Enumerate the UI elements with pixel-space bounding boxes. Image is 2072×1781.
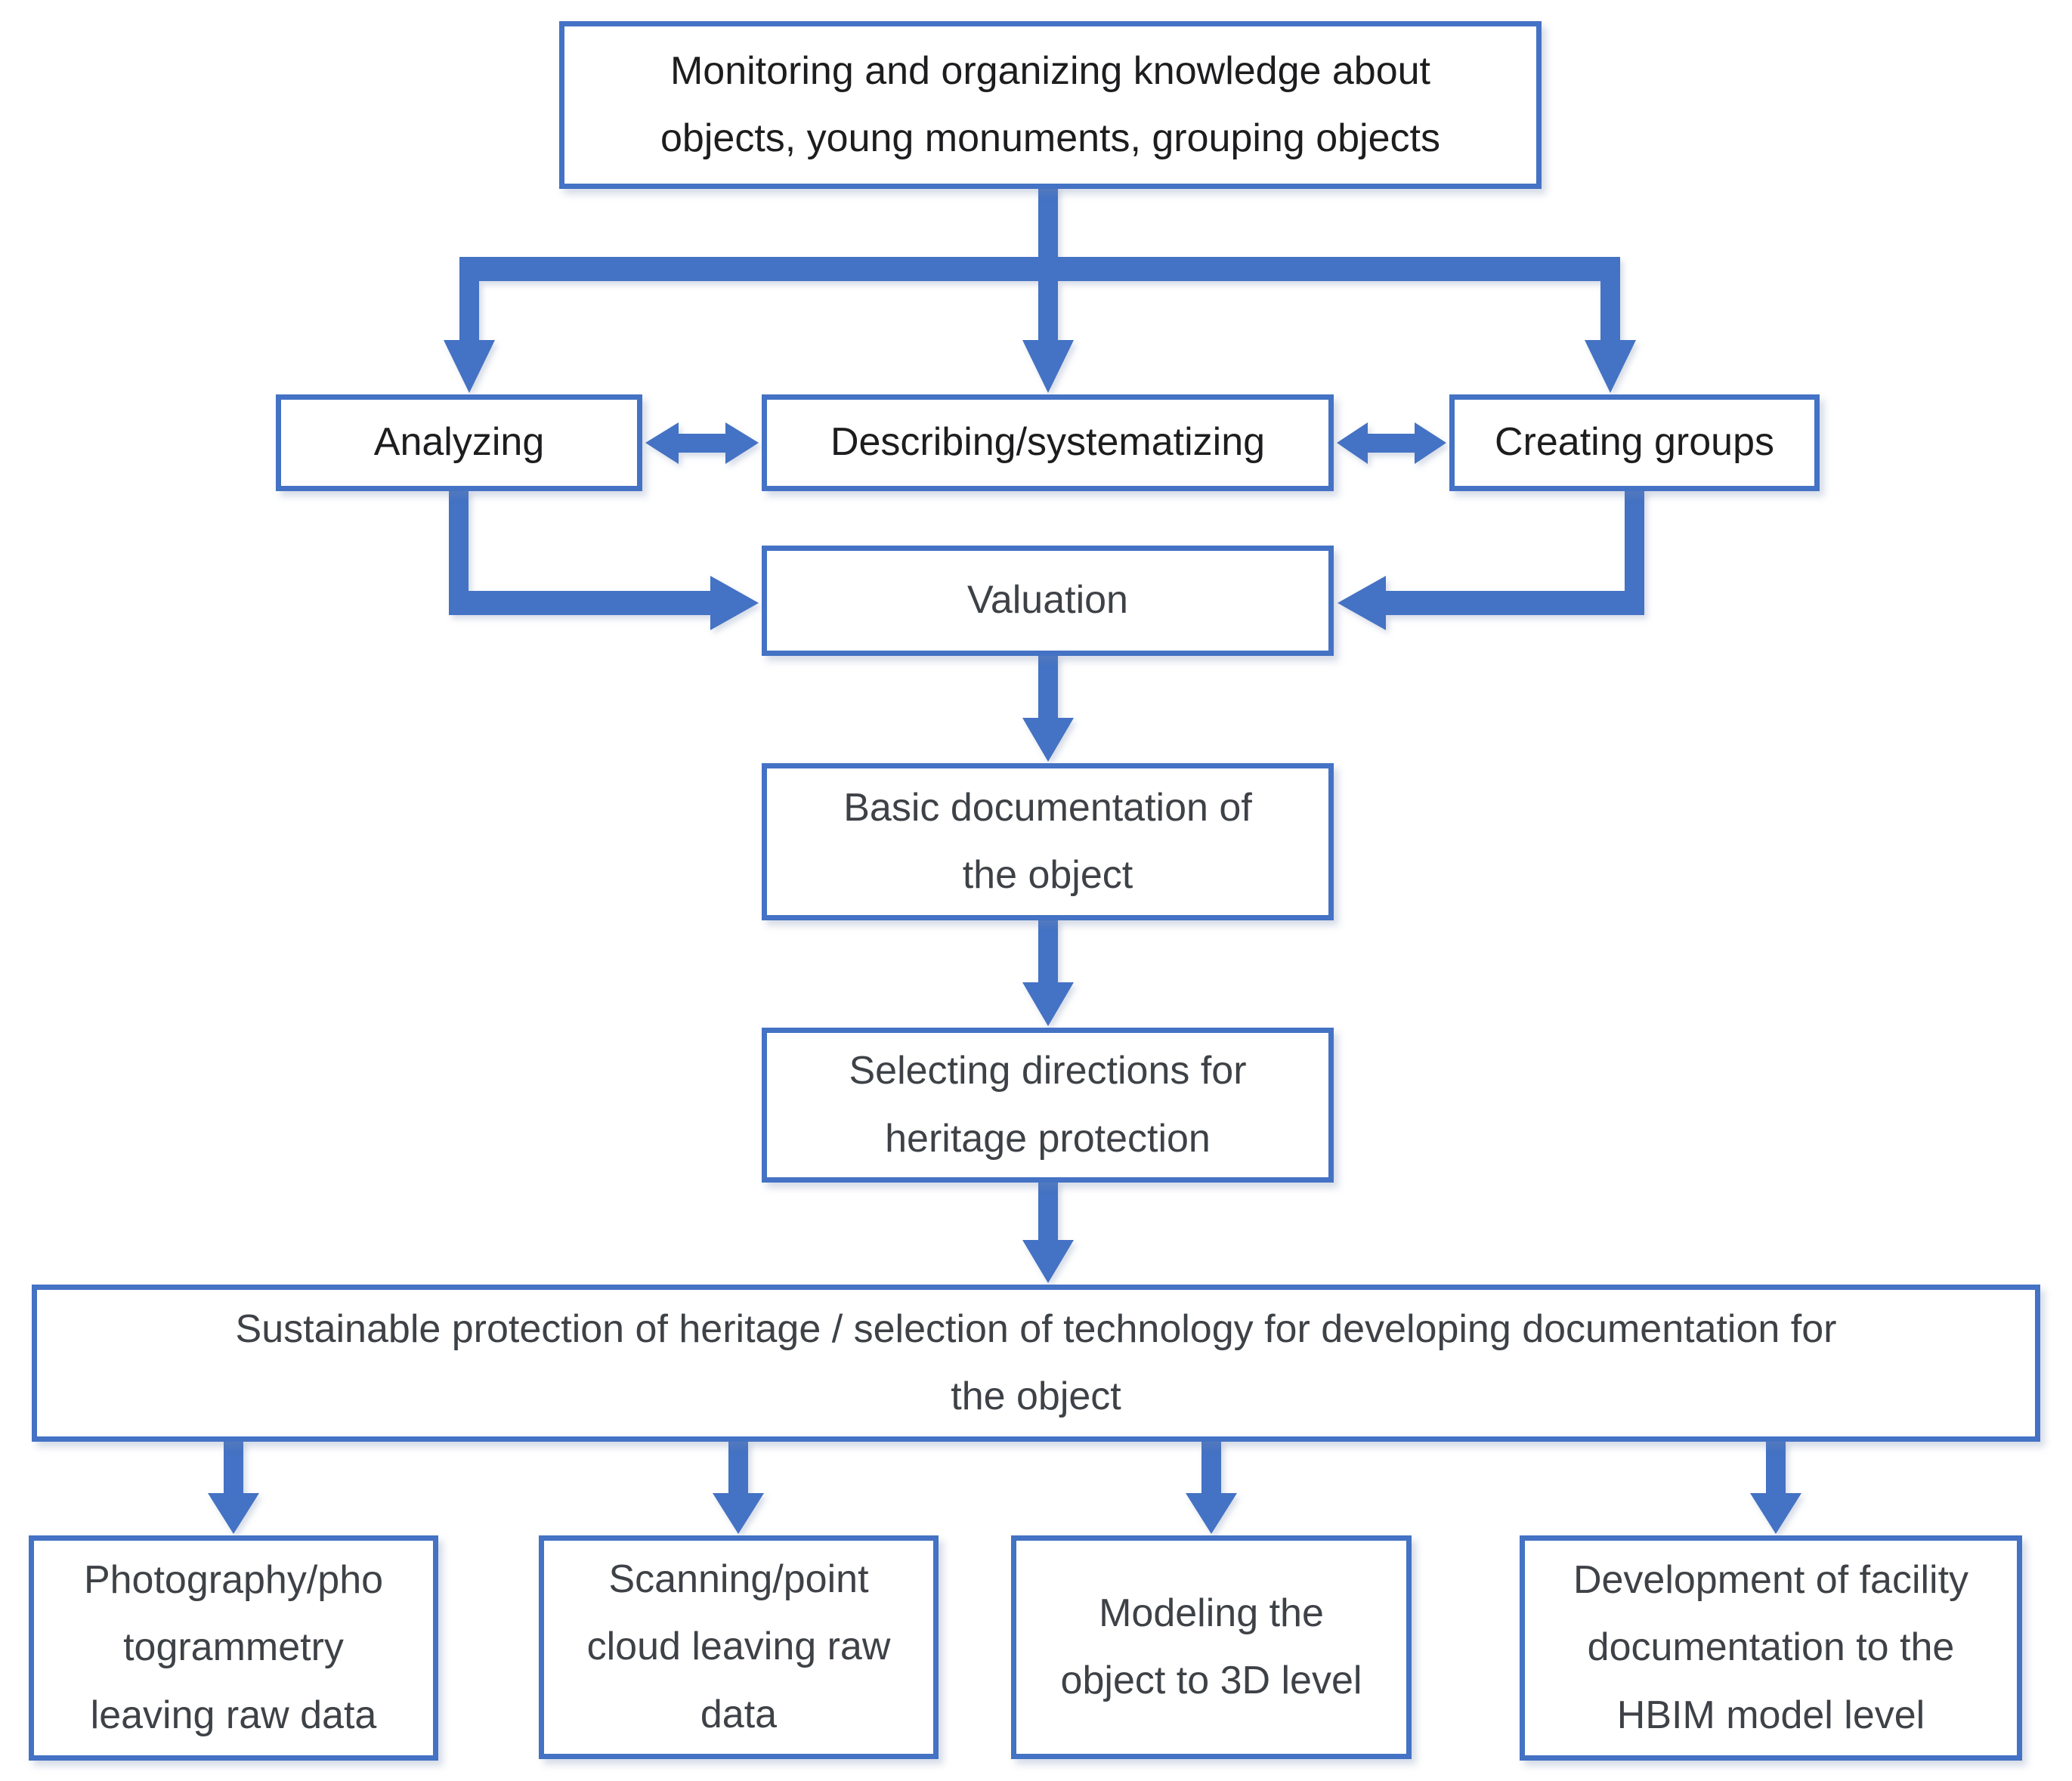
arrow-describing-creating-bidirectional xyxy=(1337,422,1446,464)
node-creating-groups: Creating groups xyxy=(1449,394,1820,491)
arrow-monitoring-branch xyxy=(444,186,1636,393)
node-photography-photogrammetry: Photography/pho togrammetry leaving raw … xyxy=(29,1535,438,1761)
arrow-creating-groups-to-valuation xyxy=(1338,490,1644,630)
arrow-sustainable-to-modeling xyxy=(1186,1440,1237,1534)
node-scanning-point-cloud: Scanning/point cloud leaving raw data xyxy=(539,1535,939,1759)
node-analyzing: Analyzing xyxy=(276,394,642,491)
node-selecting-directions: Selecting directions for heritage protec… xyxy=(762,1028,1334,1183)
node-development-hbim: Development of facility documentation to… xyxy=(1520,1535,2022,1761)
arrow-selecting-to-sustainable xyxy=(1022,1181,1074,1283)
arrow-analyzing-to-valuation xyxy=(449,490,759,630)
arrow-valuation-to-basic-documentation xyxy=(1022,654,1074,762)
node-monitoring: Monitoring and organizing knowledge abou… xyxy=(559,21,1542,189)
node-valuation: Valuation xyxy=(762,546,1334,656)
arrow-analyzing-describing-bidirectional xyxy=(645,422,759,464)
arrow-basic-to-selecting xyxy=(1022,919,1074,1026)
node-modeling-3d: Modeling the object to 3D level xyxy=(1011,1535,1412,1759)
arrow-sustainable-to-development xyxy=(1750,1440,1801,1534)
node-basic-documentation: Basic documentation of the object xyxy=(762,763,1334,920)
arrow-sustainable-to-photography xyxy=(208,1440,259,1534)
node-sustainable-protection: Sustainable protection of heritage / sel… xyxy=(32,1285,2040,1442)
arrow-sustainable-to-scanning xyxy=(713,1440,764,1534)
node-describing-systematizing: Describing/systematizing xyxy=(762,394,1334,491)
